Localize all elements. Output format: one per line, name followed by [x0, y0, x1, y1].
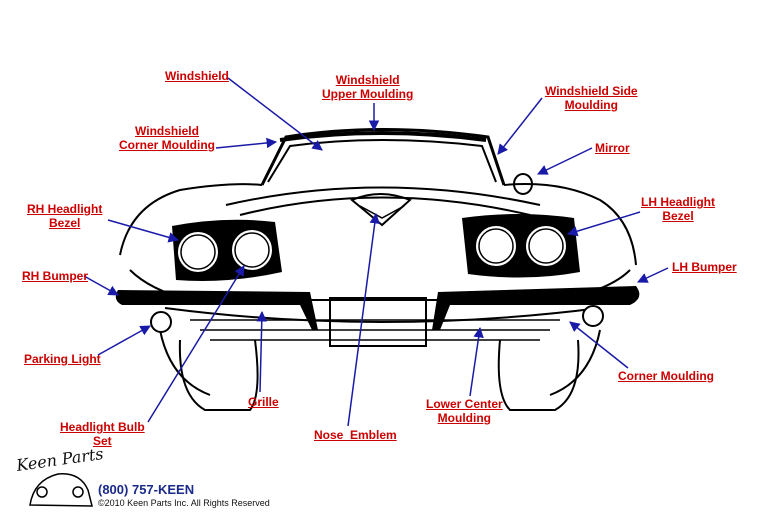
copyright-text: ©2010 Keen Parts Inc. All Rights Reserve… — [98, 498, 270, 508]
nose-emblem-shape — [350, 193, 412, 227]
label-corner-moulding[interactable]: Corner Moulding — [618, 369, 714, 383]
label-parking-light[interactable]: Parking Light — [24, 352, 101, 366]
keen-parts-logo-car — [29, 473, 93, 507]
label-nose-emblem[interactable]: Nose Emblem — [314, 428, 397, 442]
phone-number: (800) 757-KEEN — [98, 482, 195, 497]
label-lh-bumper[interactable]: LH Bumper — [672, 260, 737, 274]
label-grille[interactable]: Grille — [248, 395, 279, 409]
rh-headlight-bezel — [172, 219, 282, 281]
label-mirror[interactable]: Mirror — [595, 141, 630, 155]
rh-parking-light — [150, 311, 172, 333]
lh-parking-light — [582, 305, 604, 327]
label-windshield[interactable]: Windshield — [165, 69, 229, 83]
rh-headlight-inner — [230, 228, 274, 272]
lh-headlight-inner — [474, 224, 518, 268]
lh-headlight-bezel — [462, 214, 580, 278]
label-rh-bumper[interactable]: RH Bumper — [22, 269, 89, 283]
rh-bumper-shape — [115, 290, 318, 330]
lh-headlight-outer — [524, 224, 568, 268]
leader-arrows — [83, 77, 669, 427]
lh-bumper-shape — [432, 286, 640, 330]
rh-headlight-outer — [176, 230, 220, 274]
